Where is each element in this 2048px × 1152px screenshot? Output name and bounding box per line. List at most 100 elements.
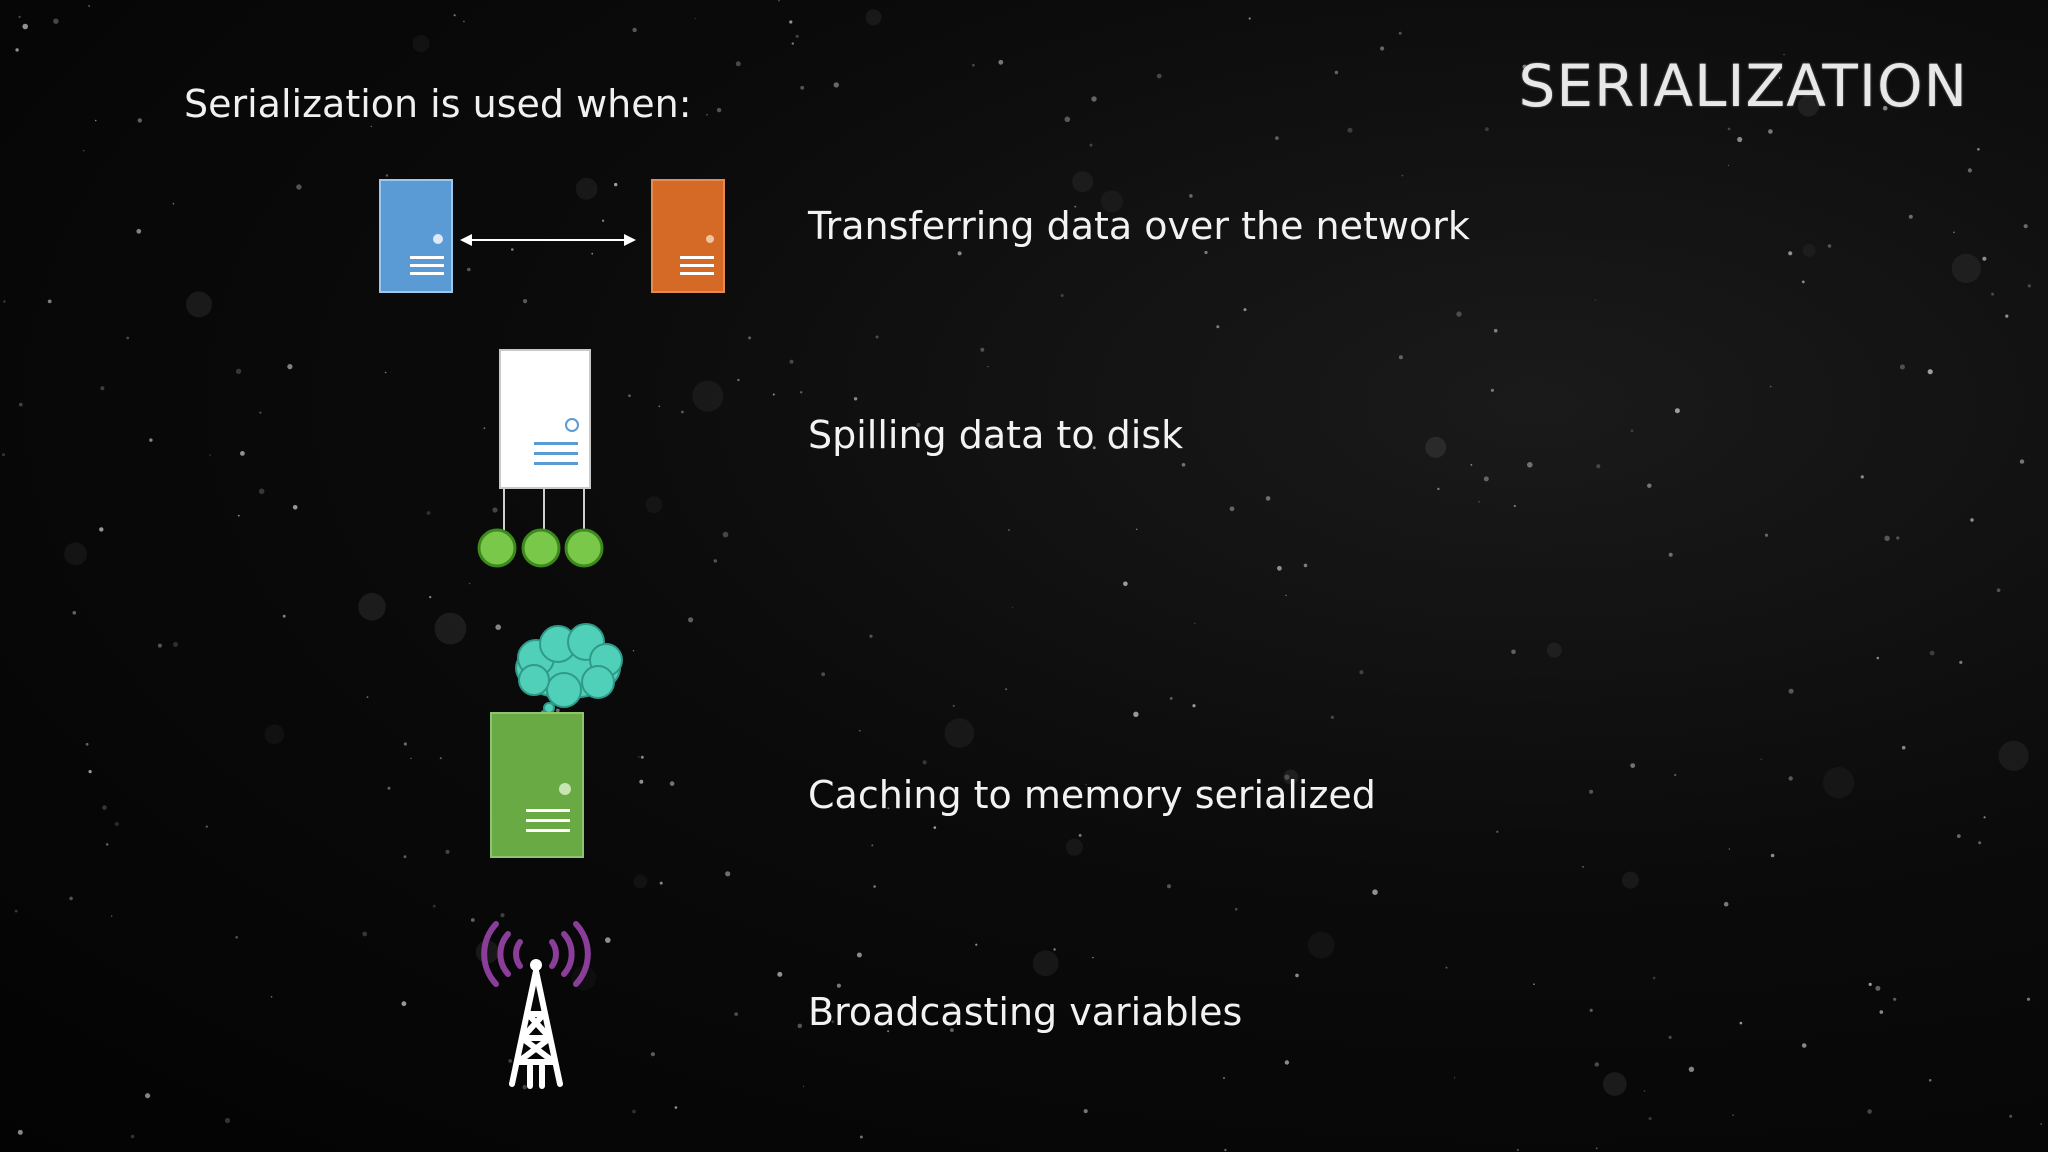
star-dot	[632, 1109, 636, 1114]
star-dot	[922, 760, 927, 765]
star-dot	[797, 1023, 803, 1029]
star-dot	[1398, 355, 1403, 360]
star-dot	[237, 514, 240, 517]
star-dot	[998, 59, 1004, 65]
star-dot	[713, 559, 717, 563]
star-dot	[1737, 136, 1743, 143]
star-dot	[1522, 64, 1527, 69]
star-dot	[853, 397, 858, 401]
star-dot	[1085, 783, 1087, 786]
star-dot	[2019, 459, 2025, 464]
star-dot	[1959, 660, 1963, 665]
star-dot	[1284, 1060, 1290, 1065]
star-dot	[1727, 164, 1730, 166]
star-dot	[1727, 127, 1731, 131]
star-dot	[1517, 1149, 1519, 1151]
white-server-icon	[499, 349, 591, 489]
star-dot	[130, 1134, 135, 1139]
star-dot	[1284, 774, 1290, 780]
star-dot	[1330, 715, 1335, 719]
star-dot	[450, 98, 454, 102]
star-dot	[1478, 501, 1480, 503]
star-dot	[15, 48, 19, 52]
star-dot	[1788, 251, 1793, 256]
item-label-disk: Spilling data to disk	[808, 413, 1184, 457]
star-dot	[1123, 581, 1128, 587]
star-dot	[1234, 907, 1238, 911]
star-dot	[1032, 950, 1059, 977]
star-dot	[264, 724, 285, 745]
star-dot	[722, 531, 729, 538]
star-dot	[470, 918, 475, 922]
star-dot	[748, 336, 752, 340]
star-dot	[1882, 105, 1888, 111]
star-dot	[282, 614, 286, 618]
star-dot	[602, 219, 605, 222]
star-dot	[1595, 1147, 1598, 1150]
star-dot	[789, 359, 794, 364]
star-dot	[1074, 205, 1077, 208]
star-dot	[1860, 475, 1864, 479]
star-dot	[1204, 250, 1208, 255]
star-dot	[1648, 1117, 1652, 1121]
star-dot	[777, 971, 783, 977]
star-dot	[1454, 1077, 1456, 1079]
item-label-cache: Caching to memory serialized	[808, 773, 1376, 817]
star-dot	[1167, 884, 1171, 889]
star-dot	[410, 757, 412, 760]
star-dot	[778, 0, 780, 2]
star-dot	[669, 781, 675, 786]
item-label-broadcast: Broadcasting variables	[808, 990, 1243, 1034]
star-dot	[1078, 833, 1082, 837]
star-dot	[1053, 948, 1056, 951]
star-dot	[1192, 704, 1196, 708]
star-dot	[591, 252, 593, 255]
star-dot	[88, 5, 90, 7]
star-dot	[1813, 84, 1815, 86]
star-dot	[555, 708, 560, 713]
star-dot	[2005, 314, 2009, 318]
star-dot	[972, 63, 975, 67]
star-dot	[980, 347, 985, 352]
star-dot	[2027, 284, 2031, 288]
star-dot	[429, 595, 432, 599]
star-dot	[1277, 565, 1282, 571]
star-dot	[1951, 253, 1981, 283]
star-dot	[235, 368, 242, 374]
star-dot	[1089, 143, 1093, 147]
star-dot	[575, 177, 598, 200]
star-dot	[1982, 256, 1987, 261]
star-dot	[1425, 436, 1447, 458]
star-dot	[1879, 1010, 1884, 1014]
star-dot	[1546, 642, 1562, 658]
star-dot	[136, 228, 142, 234]
star-dot	[1496, 830, 1499, 833]
star-dot	[1603, 1072, 1627, 1096]
star-dot	[523, 299, 528, 304]
star-dot	[789, 20, 793, 24]
star-dot	[1928, 1079, 1932, 1082]
star-dot	[887, 1030, 890, 1033]
star-dot	[1875, 985, 1881, 991]
star-dot	[1334, 70, 1339, 75]
star-dot	[688, 617, 694, 623]
star-dot	[1303, 563, 1308, 568]
star-dot	[1899, 364, 1905, 370]
disk-connector-lines	[503, 488, 585, 530]
star-dot	[1896, 536, 1900, 540]
star-dot	[114, 821, 119, 827]
star-dot	[1770, 853, 1775, 858]
star-dot	[492, 507, 498, 513]
star-dot	[950, 1028, 954, 1032]
star-dot	[1768, 129, 1773, 134]
star-dot	[468, 582, 471, 585]
star-dot	[605, 937, 611, 943]
star-dot	[1169, 697, 1173, 700]
star-dot	[1091, 96, 1097, 102]
star-dot	[658, 405, 661, 408]
star-dot	[126, 336, 130, 340]
star-dot	[1594, 299, 1597, 301]
star-dot	[802, 1085, 805, 1087]
star-dot	[887, 807, 890, 810]
star-dot	[1011, 606, 1014, 609]
